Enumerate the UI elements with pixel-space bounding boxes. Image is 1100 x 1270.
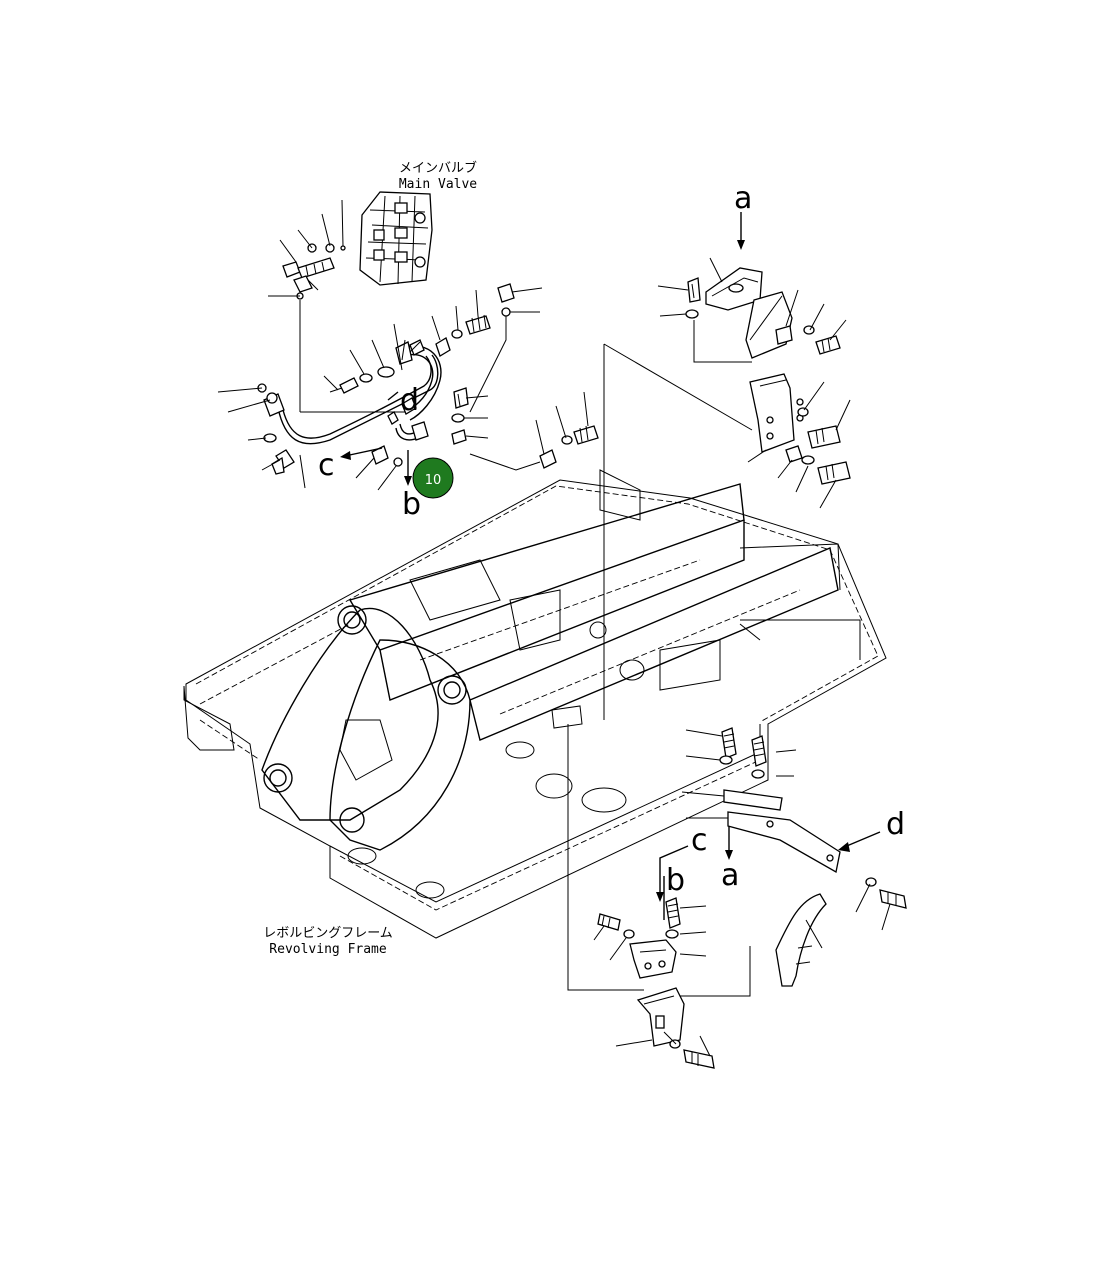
view-letter-c-bottom: c xyxy=(691,823,708,858)
view-arrows xyxy=(340,212,881,920)
hose-assembly xyxy=(217,199,599,491)
main-valve-label-en: Main Valve xyxy=(399,177,477,192)
view-letter-c-top: c xyxy=(318,448,335,483)
bracket-a-assembly xyxy=(603,257,851,720)
part-callout-10[interactable]: 10 xyxy=(412,457,454,499)
revolving-frame-drawing xyxy=(183,469,887,997)
view-letter-b-top: b xyxy=(402,487,421,522)
revolving-frame-label-jp: レボルビングフレーム xyxy=(263,926,393,941)
view-letter-a-bottom: a xyxy=(721,858,739,893)
bracket-d-assembly xyxy=(593,727,907,1069)
main-valve-drawing xyxy=(359,191,433,286)
view-letter-b-bottom: b xyxy=(666,863,685,898)
callout-circle xyxy=(412,457,454,499)
view-letter-d-bottom: d xyxy=(886,807,905,842)
callout-number: 10 xyxy=(425,473,442,488)
revolving-frame-label-en: Revolving Frame xyxy=(269,942,387,957)
view-letter-a-top: a xyxy=(734,181,752,216)
main-valve-label-jp: メインバルブ xyxy=(399,160,477,176)
view-letter-d-top: d xyxy=(400,383,419,418)
